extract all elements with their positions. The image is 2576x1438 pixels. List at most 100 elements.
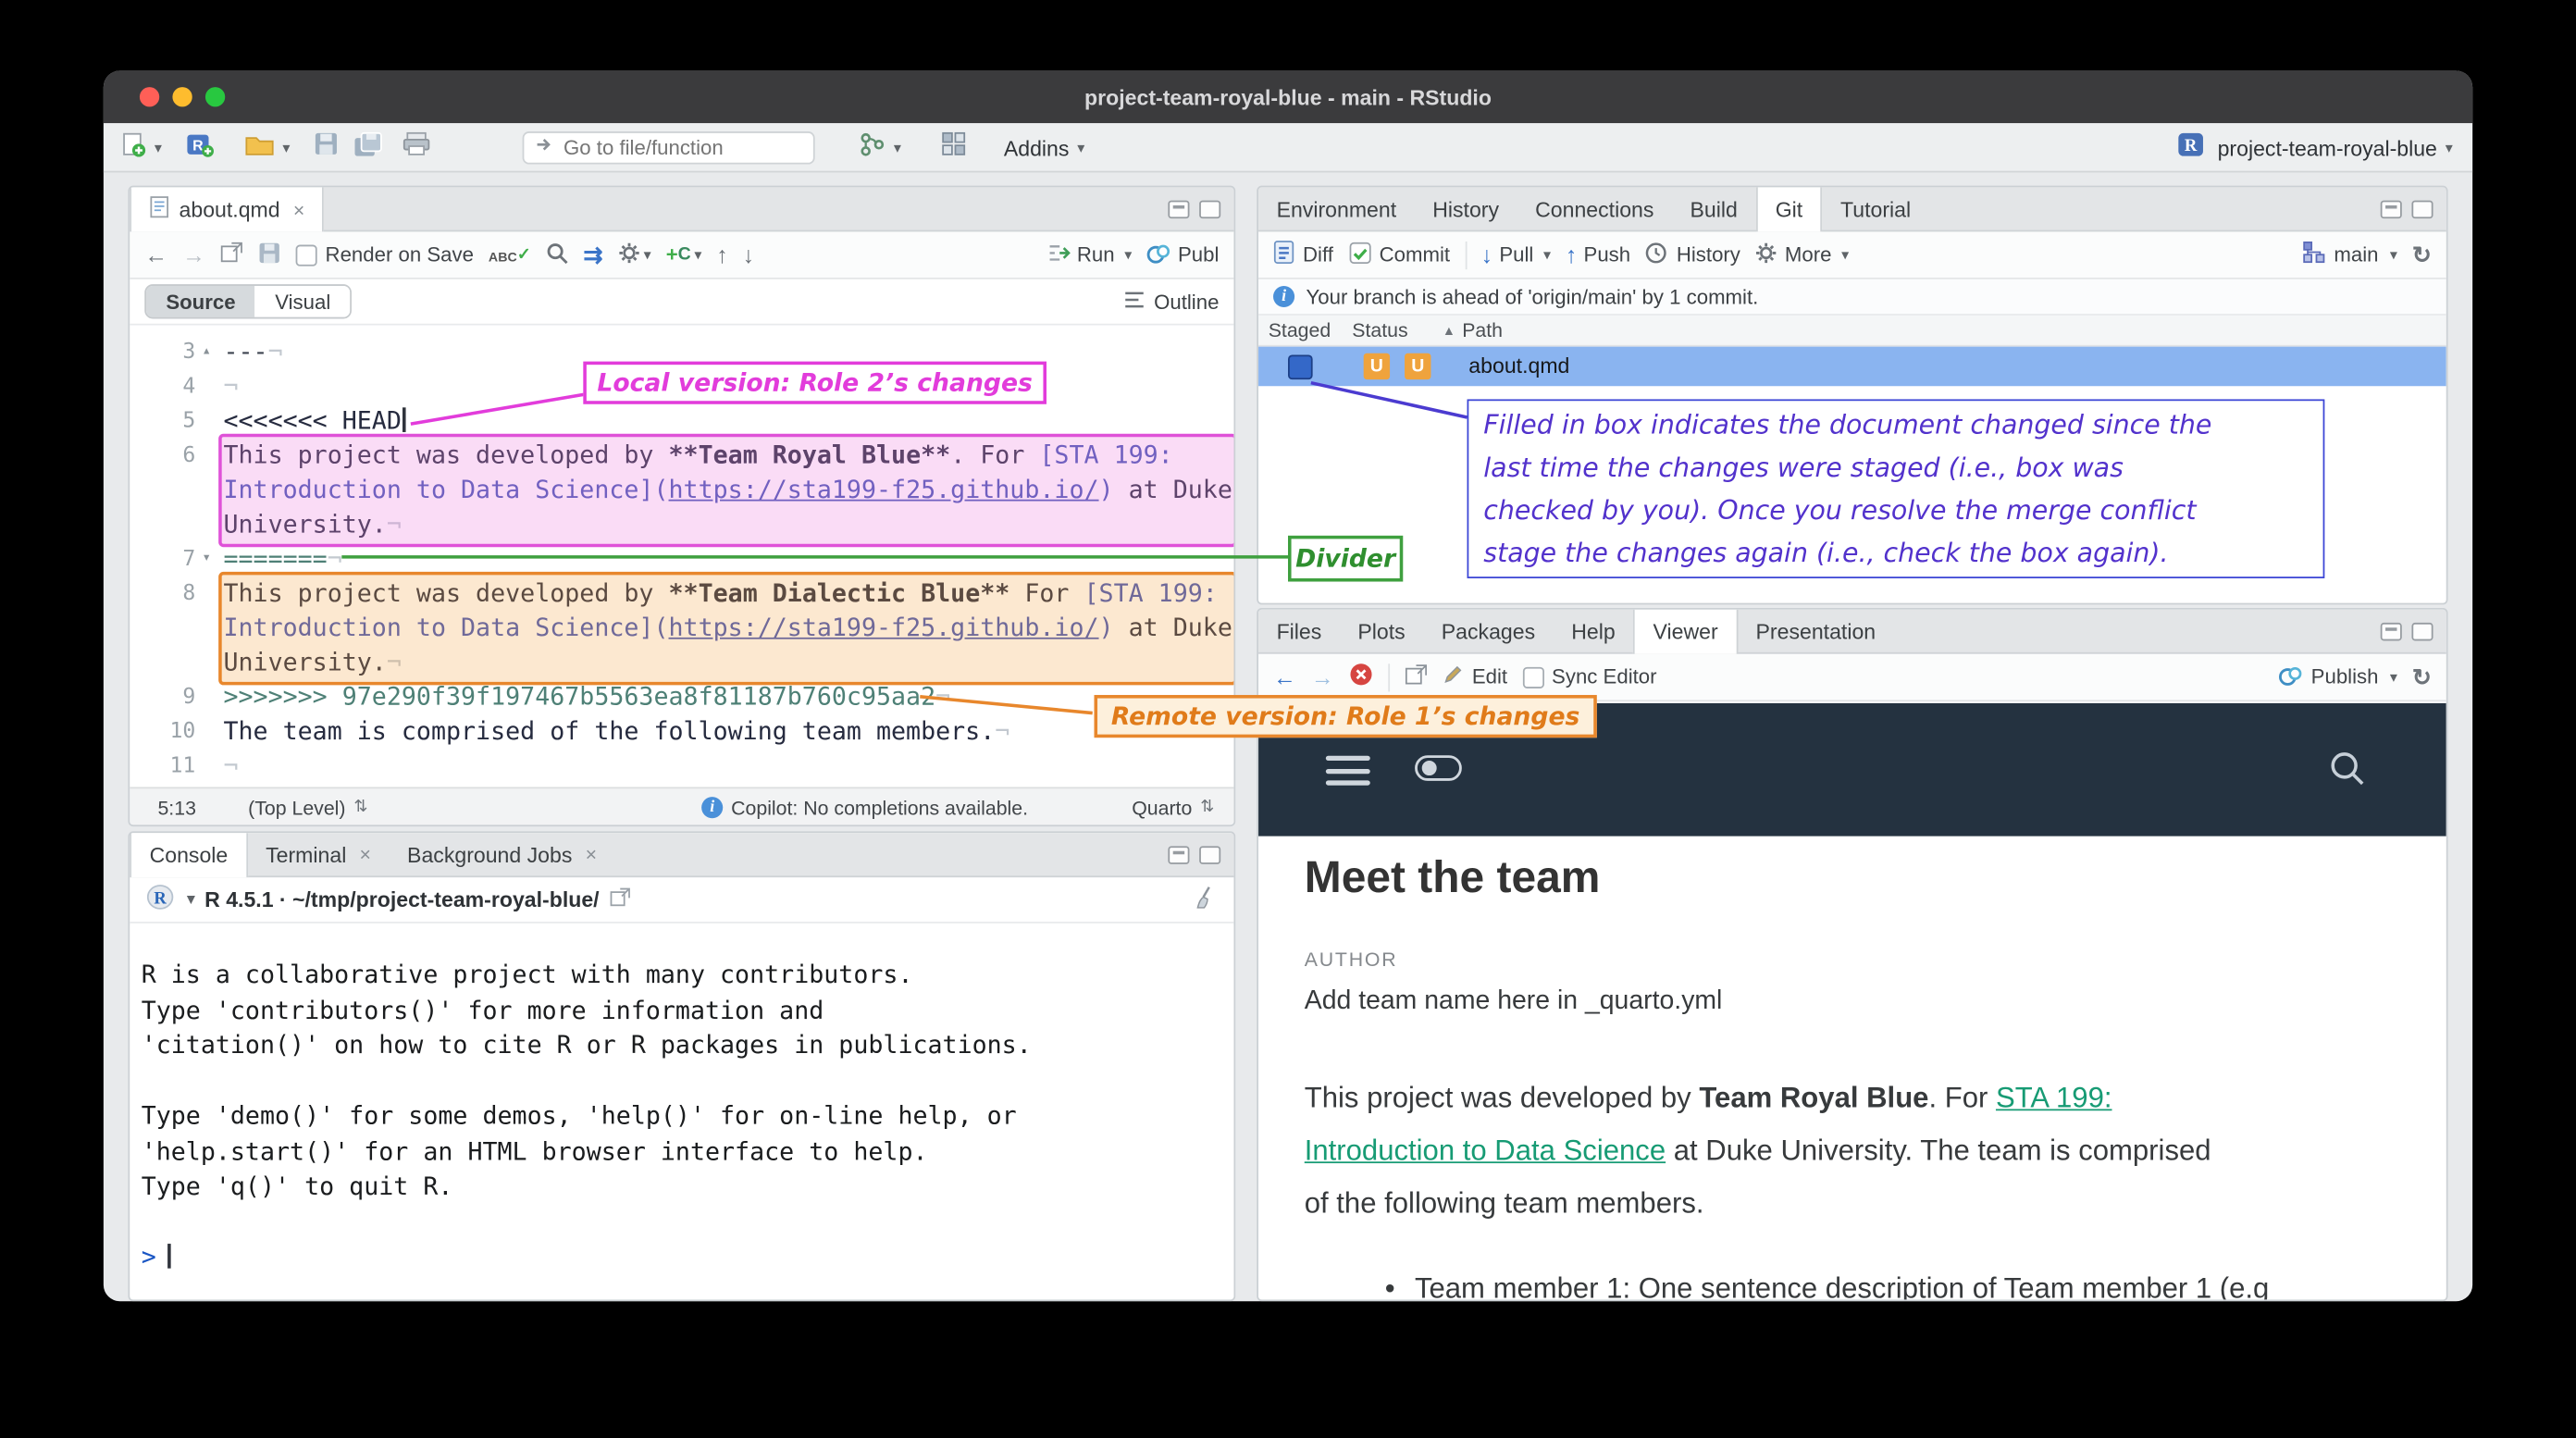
arrows-icon[interactable]: ⇉ — [583, 241, 602, 268]
back-icon[interactable]: ← — [1273, 663, 1296, 689]
search-icon[interactable] — [2326, 748, 2369, 799]
tab-git[interactable]: Git — [1755, 187, 1822, 231]
maximize-pane-icon[interactable] — [1199, 846, 1220, 864]
hamburger-menu-icon[interactable] — [1326, 756, 1370, 786]
clear-console-button[interactable] — [1193, 885, 1218, 914]
sta199-link[interactable]: STA 199: — [1996, 1081, 2112, 1114]
tab-files[interactable]: Files — [1258, 610, 1340, 652]
document-settings-button[interactable]: ▾ — [617, 241, 650, 268]
save-button[interactable] — [314, 123, 339, 172]
tab-environment[interactable]: Environment — [1258, 187, 1415, 229]
refresh-icon[interactable]: ↻ — [2412, 663, 2432, 690]
minimize-pane-icon[interactable] — [2381, 622, 2402, 640]
forward-icon[interactable]: → — [1311, 663, 1334, 689]
editor-line[interactable]: Introduction to Data Science](https://st… — [130, 473, 1233, 507]
scope-selector[interactable]: (Top Level)⇅ — [248, 788, 367, 826]
close-icon[interactable]: × — [586, 843, 597, 866]
save-icon[interactable] — [258, 241, 281, 268]
forward-icon[interactable]: → — [182, 242, 205, 267]
editor-line[interactable]: 9>>>>>>> 97e290f39f197467b5563ea8f81187b… — [130, 680, 1233, 714]
editor-line[interactable]: 8This project was developed by **Team Di… — [130, 576, 1233, 611]
maximize-pane-icon[interactable] — [1199, 200, 1220, 218]
render-on-save-checkbox[interactable]: Render on Save — [296, 243, 474, 267]
editor-line[interactable]: 11¬ — [130, 750, 1233, 784]
git-file-row[interactable]: U U about.qmd — [1258, 347, 2446, 387]
close-icon[interactable]: × — [293, 198, 304, 221]
branch-selector[interactable]: main ▾ — [2301, 240, 2397, 269]
save-all-button[interactable] — [353, 123, 383, 172]
tab-help[interactable]: Help — [1554, 610, 1634, 652]
minimize-pane-icon[interactable] — [1168, 200, 1189, 218]
minimize-pane-icon[interactable] — [1168, 846, 1189, 864]
version-control-button[interactable]: ▾ — [860, 123, 901, 172]
back-icon[interactable]: ← — [144, 242, 167, 267]
tab-plots[interactable]: Plots — [1340, 610, 1423, 652]
zoom-window-button[interactable] — [205, 87, 225, 106]
tab-tutorial[interactable]: Tutorial — [1823, 187, 1929, 229]
column-staged[interactable]: Staged — [1269, 318, 1331, 341]
tab-connections[interactable]: Connections — [1517, 187, 1672, 229]
more-button[interactable]: More ▾ — [1755, 241, 1849, 268]
editor-line[interactable]: 7▾=======¬ — [130, 542, 1233, 576]
editor-line[interactable]: 6This project was developed by **Team Ro… — [130, 439, 1233, 473]
diff-button[interactable]: Diff — [1273, 240, 1333, 269]
new-project-button[interactable]: R — [186, 123, 216, 172]
find-replace-icon[interactable] — [546, 241, 569, 268]
chevron-down-icon[interactable]: ▾ — [187, 890, 194, 909]
print-button[interactable] — [402, 123, 430, 172]
tab-presentation[interactable]: Presentation — [1738, 610, 1894, 652]
popout-icon[interactable] — [1405, 663, 1428, 689]
new-file-button[interactable]: ▾ — [120, 123, 162, 172]
tab-build[interactable]: Build — [1672, 187, 1755, 229]
publish-button[interactable]: Publ — [1146, 241, 1219, 268]
visual-mode-button[interactable]: Visual — [255, 286, 351, 317]
edit-button[interactable]: Edit — [1443, 663, 1507, 689]
minimize-window-button[interactable] — [172, 87, 192, 106]
staged-checkbox[interactable] — [1288, 354, 1313, 379]
close-window-button[interactable] — [140, 87, 159, 106]
run-button[interactable]: Run ▾ — [1047, 242, 1132, 267]
tab-packages[interactable]: Packages — [1423, 610, 1553, 652]
language-mode-selector[interactable]: Quarto⇅ — [1132, 788, 1214, 826]
column-path[interactable]: Path — [1462, 318, 1503, 341]
maximize-pane-icon[interactable] — [2411, 200, 2433, 218]
pull-button[interactable]: ↓ Pull ▾ — [1481, 242, 1551, 267]
popout-icon[interactable] — [609, 887, 630, 912]
source-mode-button[interactable]: Source — [146, 286, 255, 317]
maximize-pane-icon[interactable] — [2411, 622, 2433, 640]
open-file-button[interactable]: ▾ — [245, 123, 291, 172]
editor-line[interactable]: University.¬ — [130, 646, 1233, 680]
popout-icon[interactable] — [220, 242, 243, 267]
history-button[interactable]: History — [1645, 241, 1740, 268]
workspace-panes-button[interactable] — [941, 123, 966, 172]
dark-mode-toggle[interactable] — [1415, 754, 1464, 790]
editor-line[interactable]: 10The team is comprised of the following… — [130, 714, 1233, 749]
prev-section-icon[interactable]: ↑ — [716, 242, 727, 267]
tab-terminal[interactable]: Terminal× — [248, 833, 390, 875]
tab-about-qmd[interactable]: about.qmd × — [130, 187, 324, 231]
editor-line[interactable]: Introduction to Data Science](https://st… — [130, 611, 1233, 645]
publish-button[interactable]: Publish ▾ — [2278, 663, 2397, 690]
goto-file-input[interactable] — [564, 136, 794, 159]
close-icon[interactable]: × — [360, 843, 371, 866]
insert-chunk-button[interactable]: +C ▾ — [666, 243, 702, 267]
stop-icon[interactable] — [1349, 663, 1374, 692]
console-prompt-row[interactable]: > — [142, 1241, 1234, 1276]
editor-line[interactable]: 5<<<<<<< HEAD — [130, 404, 1233, 439]
tab-history[interactable]: History — [1415, 187, 1517, 229]
next-section-icon[interactable]: ↓ — [743, 242, 754, 267]
sync-editor-checkbox[interactable]: Sync Editor — [1522, 665, 1656, 688]
outline-button[interactable]: Outline — [1124, 290, 1219, 313]
commit-button[interactable]: Commit — [1348, 241, 1450, 268]
sta199-link[interactable]: Introduction to Data Science — [1305, 1134, 1666, 1167]
fold-icon[interactable]: ▾ — [202, 542, 211, 576]
tab-console[interactable]: Console — [130, 833, 247, 877]
fold-icon[interactable]: ▴ — [202, 335, 211, 369]
refresh-icon[interactable]: ↻ — [2412, 241, 2432, 268]
goto-file-search[interactable] — [523, 123, 815, 172]
console-output[interactable]: R is a collaborative project with many c… — [130, 925, 1233, 1300]
project-menu[interactable]: R project-team-royal-blue ▾ — [2176, 123, 2453, 172]
spellcheck-button[interactable]: ABC ✓ — [489, 245, 531, 264]
editor-line[interactable]: University.¬ — [130, 508, 1233, 542]
tab-viewer[interactable]: Viewer — [1633, 610, 1738, 654]
